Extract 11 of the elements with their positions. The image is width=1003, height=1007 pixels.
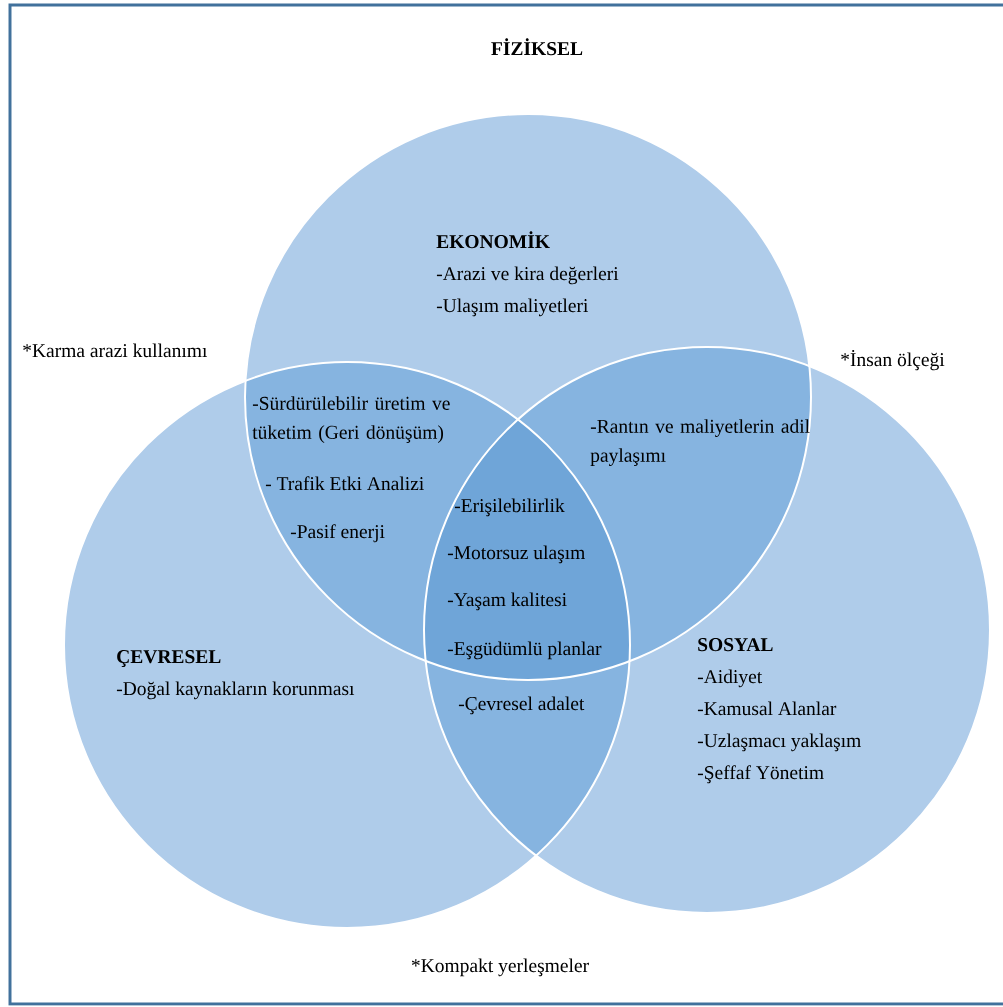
note: *Karma arazi kullanımı xyxy=(23,343,208,358)
note: *Kompakt yerleşmeler xyxy=(411,958,589,977)
overlap-item: -Eşgüdümlü planlar xyxy=(447,641,602,660)
overlap-item: -Yaşam kalitesi xyxy=(447,592,567,611)
overlap-item: -Pasif enerji xyxy=(290,524,385,543)
overlap-item: -Çevresel adalet xyxy=(458,696,585,715)
overlap-item: - Trafik Etki Analizi xyxy=(265,476,424,491)
note: *İnsan ölçeği xyxy=(841,349,945,371)
overlap-item: -Erişilebilirlik xyxy=(454,498,565,517)
overlap-item: -Motorsuz ulaşım xyxy=(447,545,585,564)
heading: FİZİKSEL xyxy=(491,38,583,56)
